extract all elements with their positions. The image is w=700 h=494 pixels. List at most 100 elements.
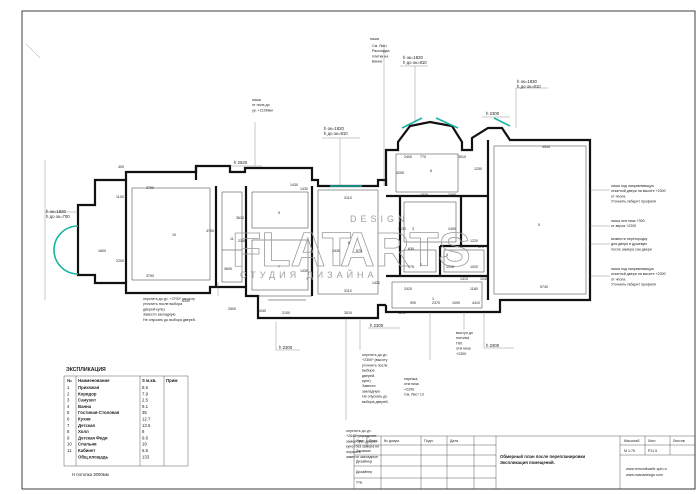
explication-cell: Гостиная-Столовая [78,410,120,415]
note-niche_right_4-line: откатной двери на высоте +2300 [611,272,666,276]
stamp-role: Утв. [356,481,363,485]
dimension-value: 1040 [258,309,266,313]
dimension-value: 630 [408,247,414,251]
dimension-value: 3790 [146,186,154,190]
note-lower_mid_note_3-line: замер сусп дверей- [346,439,379,443]
explication-cell: 9.6 [142,435,149,440]
note-lower_left_note-line: дверей-купе) [143,307,165,311]
explication-cell: Кухня [78,417,91,422]
dimension-value: 3110 [344,289,352,293]
explication-header: S м.кв. [142,378,156,383]
dimension-value: 1180 [470,287,478,291]
explication-cell: Санузел [78,398,96,403]
explication-cell: Коридор [78,391,97,396]
note-lower_mid_note_3-line: завести закладные [346,455,378,459]
explication-cell: 8 [67,429,70,434]
watermark-studio: СТУДИЯ ДИЗАЙНА [240,269,378,280]
note-lower_mid_note_2-line: отм низа [404,382,419,386]
note-niche_right_1-line: откатной двери на высоте +2300 [611,189,666,193]
room-number: 3 [412,227,414,231]
dimension-value: 5740 [540,285,548,289]
note-lower_left_note-line: Завести закладную [143,313,176,317]
note-lower_mid_note_2-line: нарезка, [404,377,418,381]
note-lower_mid_note_1-line: купе) [362,379,371,383]
dimension-value: 570 [356,249,362,253]
note-lower_mid_note_3-line: купе) без замера не [346,445,379,449]
explication-cell: 2.5 [142,398,149,403]
watermark-arts: ARTS [340,224,471,277]
explication-cell: Холл [78,429,89,434]
note-niche_right_4-line: Уточнить габарит профиля [611,283,656,287]
note-see_sheet-line: Раскладка [372,49,390,53]
note-niche_right_1-line: ниша под направляющую [611,184,654,188]
explication-cell: 11 [67,448,72,453]
room-number: 7 [278,265,280,269]
explication-title: ЭКСПЛИКАЦИЯ [66,367,106,373]
explication-cell: 9 [67,435,70,440]
dimension-value: 4700 [206,229,214,233]
note-lower_left_note-line: Не опускать до выбора дверей. [143,318,196,322]
note-lower_mid_note_1-line: дверей- [362,374,376,378]
explication-cell: 9.1 [142,404,149,409]
stamp-scale-header: Лист [648,439,656,443]
windows [53,117,511,275]
dimension-value: 3790 [146,274,154,278]
dimension-value: 1600 [98,249,106,253]
explication-cell: 5 [67,410,70,415]
dimension-value: 3110 [344,196,352,200]
stamp-header: № докум. [384,439,400,443]
note-window_mid-line: h до ок=810 [324,131,348,136]
note-niche_right_4-line: ниша под направляющую [611,267,654,271]
note-niche_right_2-line: от верха +2200 [611,224,636,228]
interior-lines [131,145,587,309]
room-number: 11 [230,237,234,241]
explication-cell: 3 [67,398,70,403]
note-lower_left_note-line: опустить до ур. +2700* (высоту [143,297,195,301]
note-niche_right_1-line: от чпола [611,194,625,198]
stamp-header: Дата [450,439,458,443]
note-lower_mid_note_1-line: Завести [362,384,376,388]
explication-cell: Спальня [78,442,97,447]
explication-cell: 6 [67,417,70,422]
dimension-value: 2200 [116,259,124,263]
stamp-site-line: www.ovanadesign.com [626,473,663,477]
note-lower_mid_note_3-line: опустить до ур. [346,429,372,433]
note-lower_right_note-line: отм низа [456,347,471,351]
note-h2300_bottom_left: h 2300 [279,345,293,350]
explication-header: Прим [166,378,178,383]
note-lower_right_note-line: ГКЛ [456,341,463,345]
dimension-value: 400 [118,165,124,169]
dimension-value: 1420 [372,281,380,285]
note-niche_right_3-line: после замера сан двери [611,247,652,251]
dimension-value: 2500 [228,307,236,311]
note-lower_mid_note_3-line: +2640*(определит. [346,434,377,438]
dimension-value: 3340 [182,299,190,303]
dimension-value: 770 [420,155,426,159]
note-lower_mid_note_3-line: опускать [346,450,361,454]
explication-cell: 19 [142,442,147,447]
dimension-value: 2370 [432,301,440,305]
room-number: 9 [278,211,280,215]
dimension-lines [25,43,610,420]
stamp-scale-value: Р11.5 [648,449,657,453]
dimension-value: 2450 [448,227,456,231]
dimension-values: 3790379011002200470014303610235036901430… [98,145,550,315]
dimension-value: 1220 [470,239,478,243]
dimension-value: 3510 [344,311,352,315]
dimension-value: 1250 [474,167,482,171]
dimension-value: 1410 [460,277,468,281]
note-niche_right_1-line: Уточнить габарит профиля [611,200,656,204]
stamp-role: Дизайнер [356,460,372,464]
dimension-value: 2400 [404,155,412,159]
room-number: 1 [432,297,434,301]
stamp-site-line: www.remontkvartir-spb.ru [626,467,667,471]
dimension-value: 1020 [470,265,478,269]
dimension-value: 1100 [116,195,124,199]
note-lower_mid_note_1-line: закладную [362,389,380,393]
stamp-title: Обмерный план после перепланировки [500,454,586,459]
